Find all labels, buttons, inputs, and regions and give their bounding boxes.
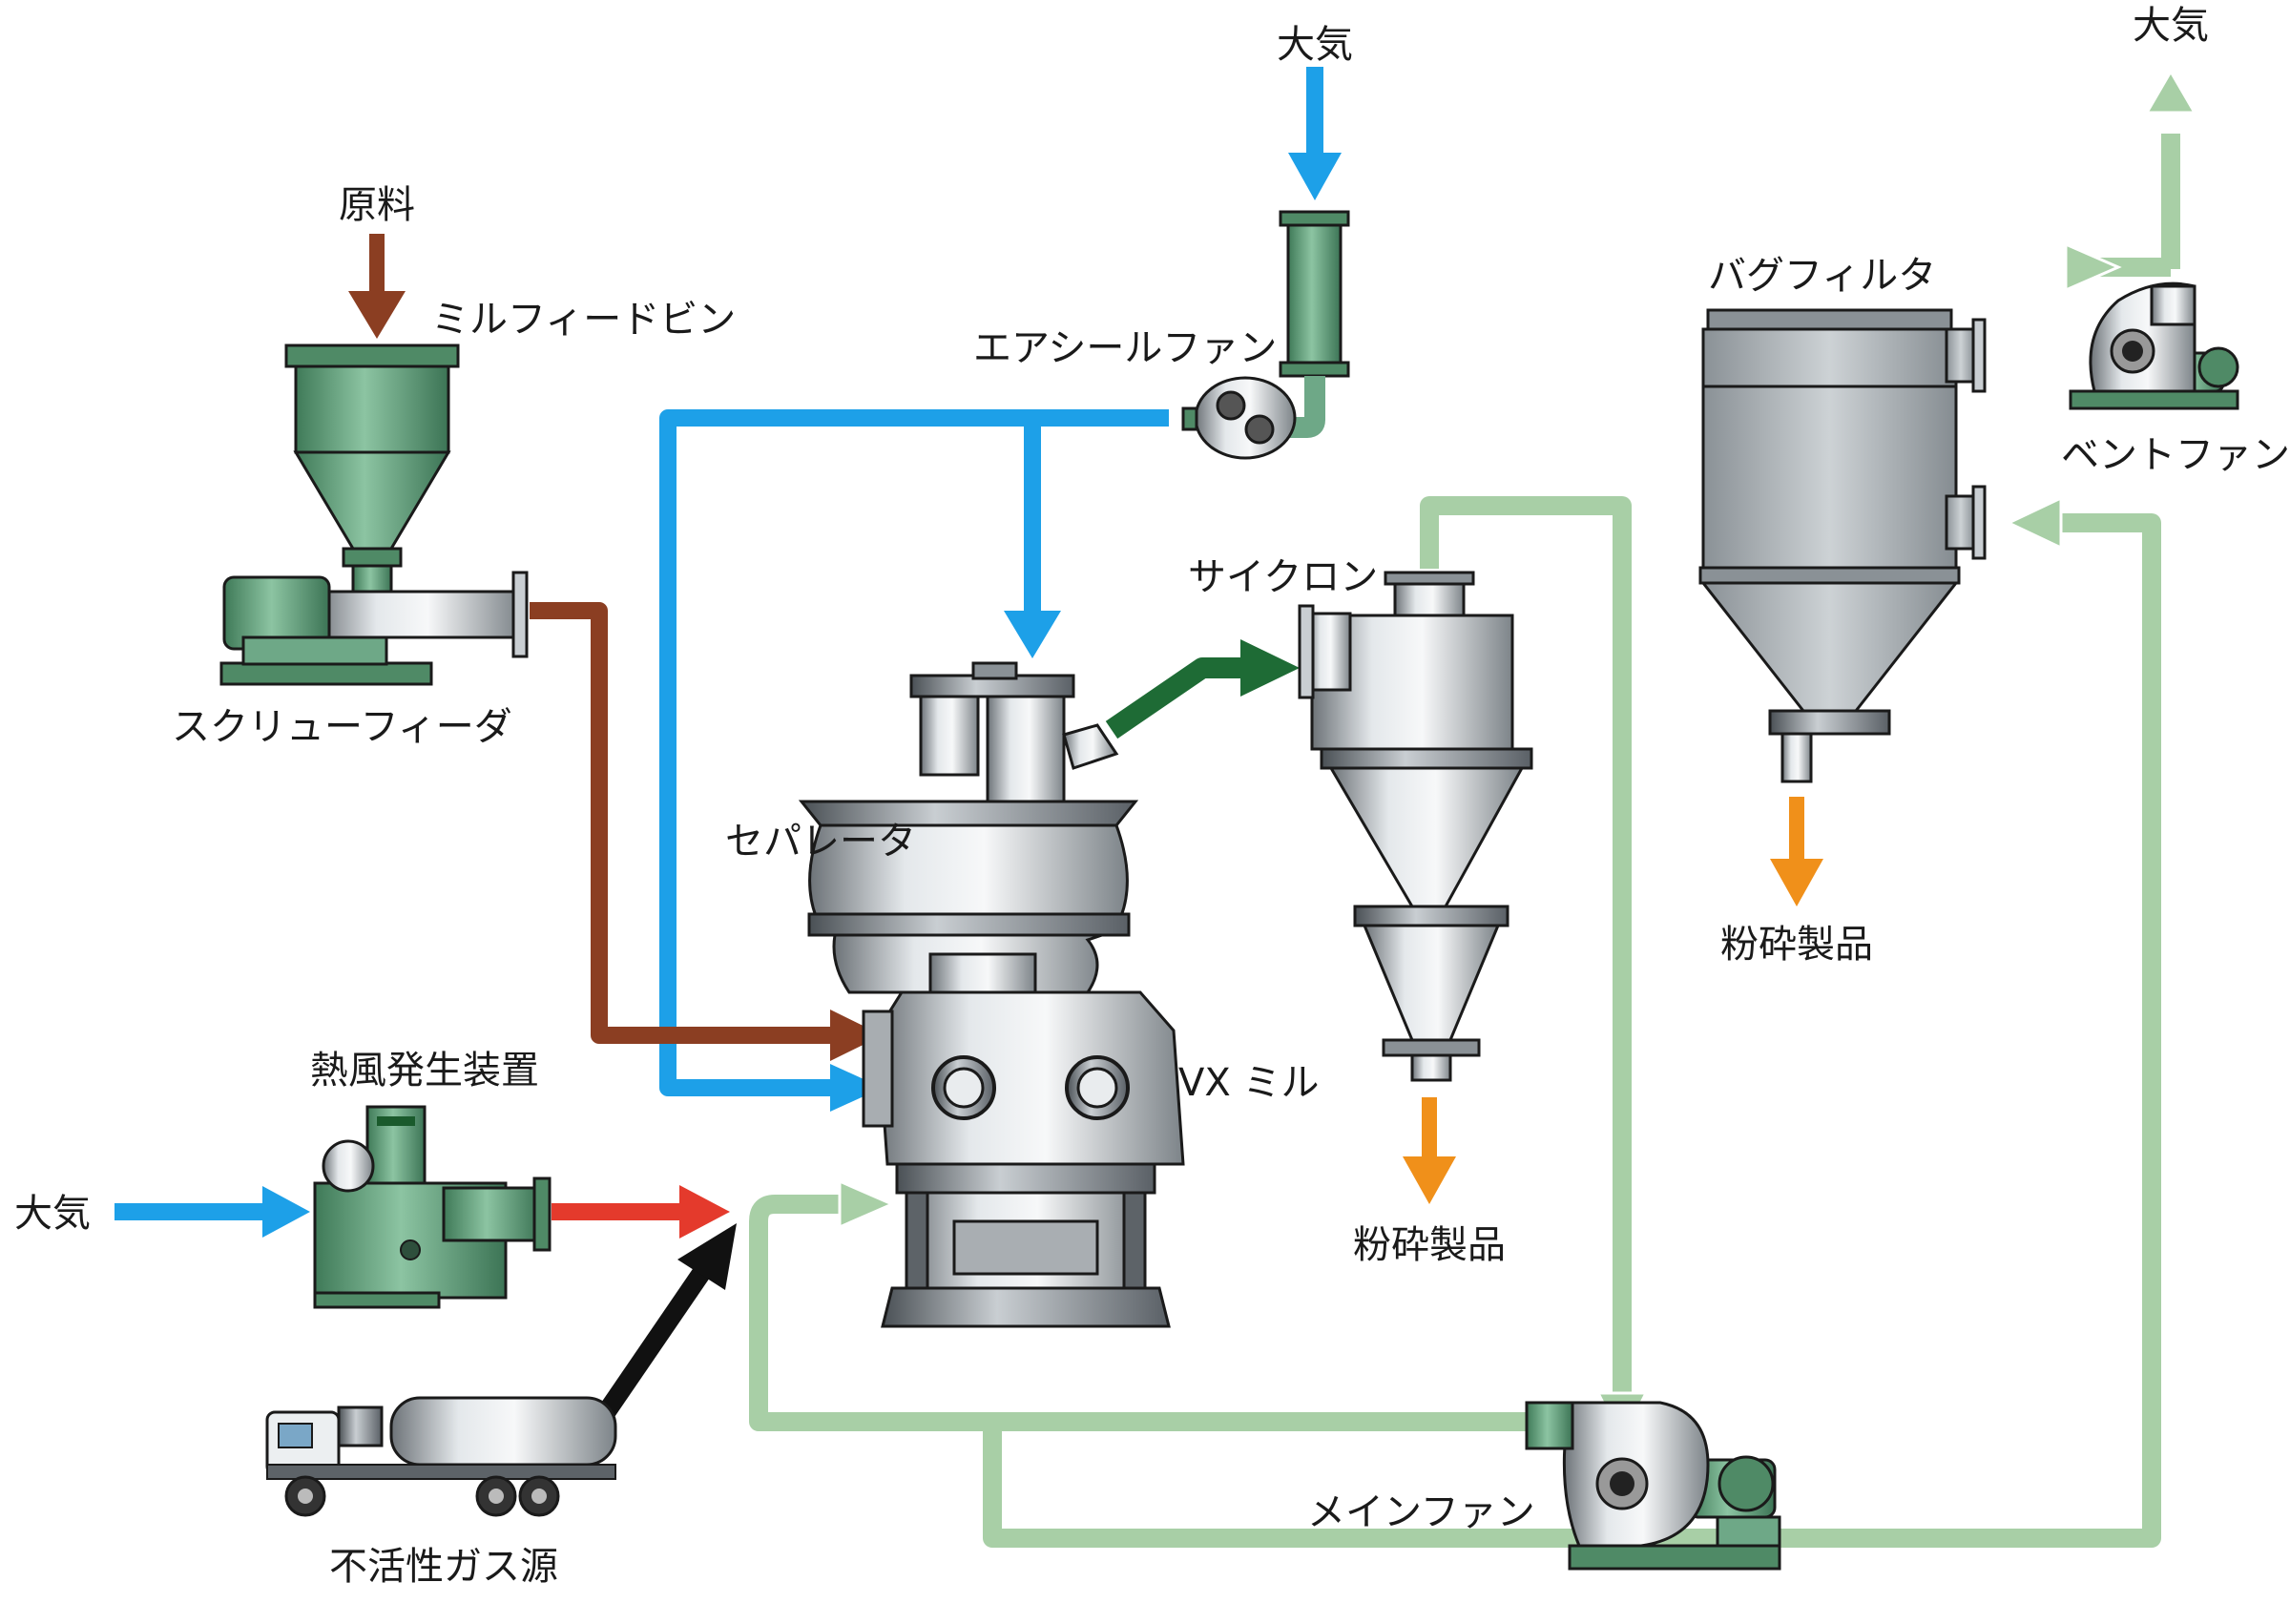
label-bag-filter: バグフィルタ [1708,254,1936,298]
label-vent-fan: ベントファン [2061,433,2290,477]
label-raw-material: 原料 [339,183,415,227]
label-vx-mill: VX ミル [1178,1061,1319,1105]
hot-air-line [552,1185,730,1239]
label-atmosphere-vent: 大気 [2133,4,2209,48]
label-atmosphere-left: 大気 [14,1192,91,1236]
bag-filter-icon [1698,308,1987,783]
mill-icon [798,661,1185,1328]
cyclone-icon [1298,571,1533,1082]
recycle-gas-line [749,134,2180,1548]
label-inert-gas-source: 不活性ガス源 [329,1545,558,1589]
label-mill-feed-bin: ミルフィードビン [431,298,736,342]
air-line [114,67,1323,1220]
fan-icon [1181,210,1350,460]
label-screw-feeder: スクリューフィーダ [172,705,512,749]
hot-air-generator-icon [313,1105,552,1309]
label-product-bag: 粉砕製品 [1720,923,1873,967]
material-line [348,234,883,1061]
inert-gas-line [594,1223,737,1423]
screw-feeder-icon [219,564,529,686]
fan-icon [2069,281,2239,410]
label-separator: セパレータ [725,820,916,864]
labels: 原料 ミルフィードビン スクリューフィーダ 大気 エアシールファン セパレータ … [14,4,2290,1589]
air-arrowheads [262,153,1342,1238]
tanker-truck-icon [265,1396,617,1517]
label-product-cyclone: 粉砕製品 [1353,1223,1506,1267]
hopper-icon [284,344,460,568]
product-to-cyclone-line [1105,639,1300,739]
product-out-lines [1403,797,1823,1204]
label-atmosphere-top: 大気 [1277,23,1353,67]
label-cyclone: サイクロン [1188,555,1378,599]
label-air-seal-fan: エアシールファン [973,326,1277,370]
fan-icon [1525,1401,1781,1571]
label-main-fan: メインファン [1307,1490,1535,1534]
label-hot-air-generator: 熱風発生装置 [310,1049,539,1093]
